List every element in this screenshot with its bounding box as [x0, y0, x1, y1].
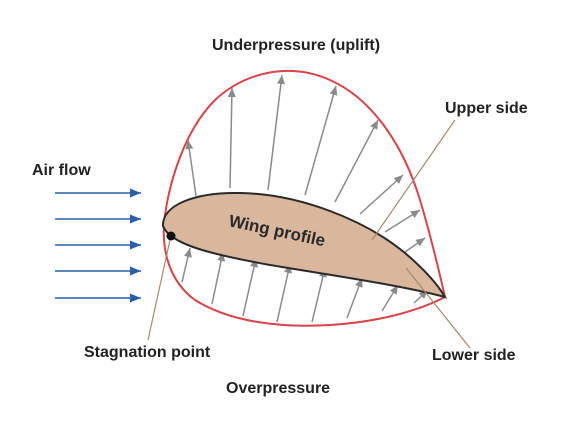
- leader-lines: [147, 119, 471, 349]
- lift-arrow: [334, 119, 379, 203]
- stagnation-point-dot: [166, 231, 176, 241]
- overpressure-label: Overpressure: [226, 380, 331, 397]
- underpressure-label: Underpressure (uplift): [212, 37, 381, 54]
- leader-line-stagnation: [147, 239, 171, 341]
- lift-arrows: [185, 74, 426, 253]
- lift-arrow: [304, 85, 338, 196]
- leader-line-upper-side: [371, 119, 456, 241]
- overpressure-arrow: [211, 251, 226, 305]
- lift-arrow: [227, 87, 236, 189]
- stagnation-point-label: Stagnation point: [84, 344, 211, 361]
- lift-arrow: [384, 209, 421, 233]
- lift-arrow: [359, 174, 404, 215]
- lift-arrow: [267, 74, 285, 191]
- lift-arrow: [185, 139, 197, 197]
- leader-line-lower-side: [405, 267, 471, 349]
- overpressure-arrows: [181, 247, 429, 323]
- upper-side-label: Upper side: [445, 100, 528, 117]
- overpressure-arrow: [242, 257, 258, 317]
- overpressure-arrow: [276, 263, 292, 323]
- overpressure-arrow: [381, 284, 399, 312]
- air-flow-label: Air flow: [32, 162, 91, 179]
- wing-profile: [161, 191, 448, 299]
- lower-side-label: Lower side: [432, 347, 516, 364]
- airflow-arrows: [55, 188, 141, 303]
- lift-arrow: [404, 237, 426, 253]
- overpressure-arrow: [346, 277, 363, 319]
- overpressure-arrow: [311, 267, 327, 323]
- pressure-envelope: [162, 69, 447, 327]
- overpressure-arrow: [181, 247, 192, 283]
